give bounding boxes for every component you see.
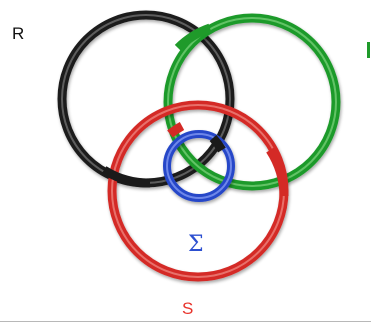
black-ring — [57, 10, 235, 188]
red-over-blue-segment — [167, 122, 185, 138]
green-over-black-segment — [174, 23, 212, 52]
bottom-divider — [0, 321, 371, 322]
black-over-blue-segment — [209, 134, 226, 153]
label-s: S — [182, 299, 194, 318]
green-ring — [163, 13, 341, 191]
black-over-red-segment — [101, 166, 151, 188]
edge-mark — [367, 42, 370, 58]
blue-ring — [163, 130, 235, 202]
label-r: R — [12, 24, 25, 43]
red-over-green-segment — [266, 147, 289, 197]
label-sigma: Σ — [188, 232, 204, 257]
